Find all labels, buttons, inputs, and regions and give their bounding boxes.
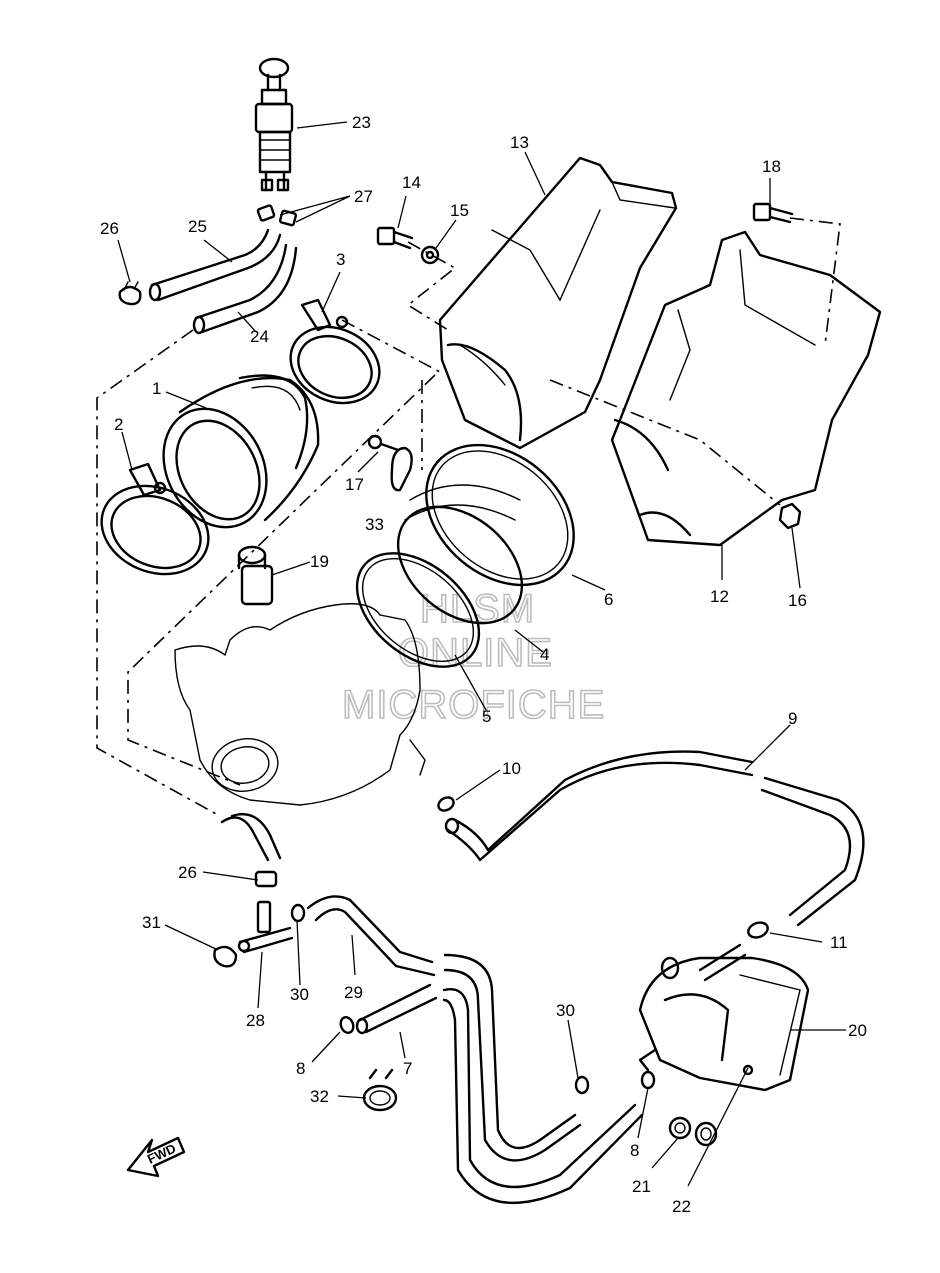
- engine-outline: [174, 603, 426, 806]
- part-30-clip-left: [290, 903, 306, 923]
- part-6-boot: [396, 443, 575, 625]
- callout-29: 29: [344, 983, 363, 1002]
- callout-18: 18: [762, 157, 781, 176]
- callout-11: 11: [830, 933, 848, 952]
- part-32-clamp: [362, 1068, 398, 1112]
- part-28-t-fitting: [237, 900, 294, 954]
- callout-16: 16: [788, 591, 807, 610]
- callout-22: 22: [672, 1197, 691, 1216]
- callout-1: 1: [152, 379, 161, 398]
- part-2-clamp: [100, 462, 210, 576]
- part-26-elbow-lower: [220, 812, 282, 888]
- part-31-clamp: [213, 945, 238, 968]
- callout-4: 4: [540, 645, 549, 664]
- callout-8-left: 8: [296, 1059, 305, 1078]
- callout-32: 32: [310, 1087, 329, 1106]
- callout-25: 25: [188, 217, 207, 236]
- callout-12: 12: [710, 587, 729, 606]
- callout-19: 19: [310, 552, 329, 571]
- callout-33: 33: [365, 515, 384, 534]
- callout-10: 10: [502, 759, 521, 778]
- callout-7: 7: [403, 1059, 412, 1078]
- part-27-clips: [256, 204, 298, 227]
- callout-21: 21: [632, 1177, 651, 1196]
- callout-30-right: 30: [556, 1001, 575, 1020]
- watermark: HLSM ONLINE MICROFICHE: [341, 586, 605, 728]
- callout-28: 28: [246, 1011, 265, 1030]
- callout-8-right: 8: [630, 1141, 639, 1160]
- watermark-line-2: ONLINE: [398, 631, 553, 675]
- part-3-clamp: [289, 298, 381, 405]
- part-11-clip: [747, 921, 769, 939]
- part-7-hose: [355, 983, 438, 1035]
- callout-30-left: 30: [290, 985, 309, 1004]
- callout-20: 20: [848, 1021, 867, 1040]
- callout-24: 24: [250, 327, 269, 346]
- part-21-grommet: [668, 1116, 692, 1140]
- leader-lines: [117, 121, 846, 1187]
- part-26-clamp-upper: [118, 281, 142, 306]
- watermark-line-3: MICROFICHE: [342, 683, 605, 727]
- callout-2: 2: [114, 415, 123, 434]
- callout-13: 13: [510, 133, 529, 152]
- callout-23: 23: [352, 113, 371, 132]
- long-hose: [442, 953, 644, 1205]
- callout-26-upper: 26: [100, 219, 119, 238]
- part-8-clip-left: [339, 1016, 355, 1034]
- part-23-starter-plunger: [254, 57, 294, 192]
- part-25-hose: [148, 228, 282, 302]
- callout-3: 3: [336, 250, 345, 269]
- callout-27: 27: [354, 187, 373, 206]
- part-1-joint: [162, 374, 320, 529]
- fwd-arrow-icon: FWD: [126, 1136, 186, 1178]
- part-4-ring: [355, 552, 481, 668]
- callout-6: 6: [604, 590, 613, 609]
- part-29-hose: [306, 895, 436, 977]
- part-17-screw: [367, 434, 400, 452]
- part-24-hose: [192, 243, 298, 335]
- part-16-nut: [778, 502, 802, 530]
- callout-numbers: 23 27 25 26 24 3 1 2 14 15 13 18 17 33 1…: [100, 113, 867, 1216]
- part-19-cap: [237, 545, 274, 606]
- part-20-fuel-pump: [638, 943, 810, 1092]
- part-12-airbox-lower: [610, 230, 882, 547]
- part-13-airbox-upper: [438, 156, 678, 450]
- callout-17: 17: [345, 475, 364, 494]
- callout-31: 31: [142, 913, 161, 932]
- part-33-clip: [390, 446, 413, 492]
- callout-15: 15: [450, 201, 469, 220]
- part-14-bolt: [376, 226, 414, 250]
- assembly-lines: [96, 217, 841, 816]
- callout-14: 14: [402, 173, 421, 192]
- part-30-clip-right: [574, 1075, 590, 1095]
- callout-9: 9: [788, 709, 797, 728]
- part-22-grommet: [694, 1121, 718, 1147]
- callout-5: 5: [482, 707, 491, 726]
- part-10-clip: [437, 796, 455, 812]
- part-15-washer: [420, 245, 440, 265]
- part-18-bolt: [752, 202, 794, 224]
- part-8-clip-right: [640, 1070, 656, 1090]
- part-9-hose: [444, 750, 865, 927]
- callout-26-lower: 26: [178, 863, 197, 882]
